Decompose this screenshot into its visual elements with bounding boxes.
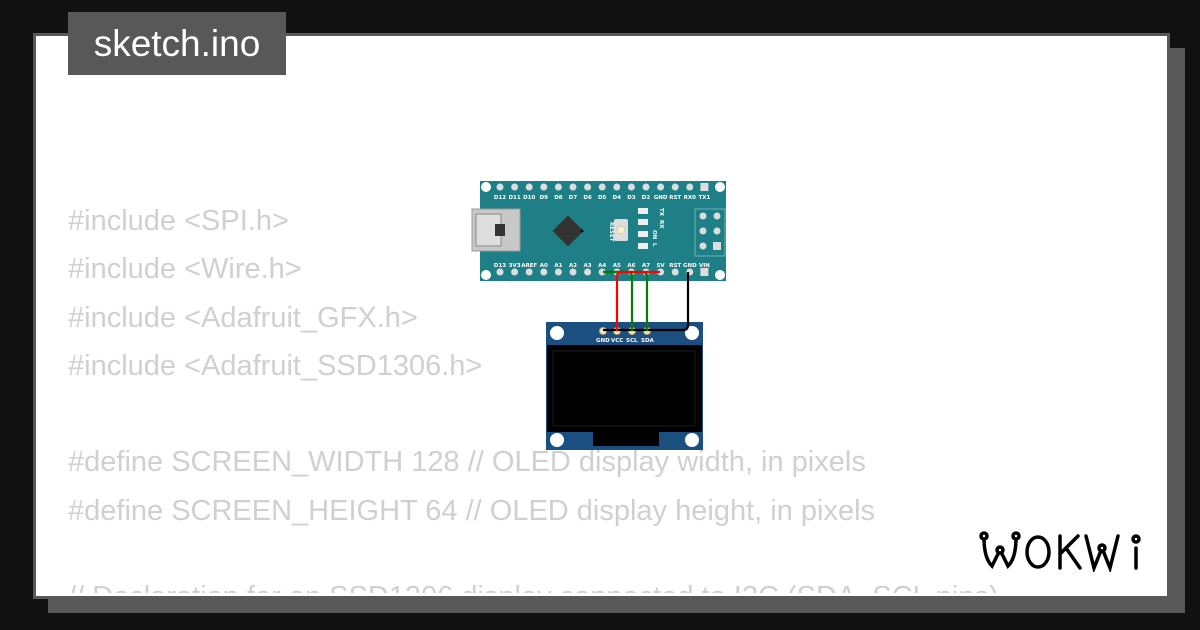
pin-d8[interactable] xyxy=(554,183,562,191)
pin-label: D11 xyxy=(508,195,520,201)
oled-display[interactable]: GND VCC SCL SDA xyxy=(546,322,703,450)
pin-label: D5 xyxy=(598,195,607,201)
pin-d9[interactable] xyxy=(540,183,548,191)
pin-label: D4 xyxy=(613,195,622,201)
pin-label: TX1 xyxy=(698,195,710,201)
pin-a4[interactable] xyxy=(598,268,606,276)
pin-label: D10 xyxy=(523,195,535,201)
code-line: // Declaration for an SSD1306 display co… xyxy=(68,583,1158,593)
led-label-on: ON xyxy=(651,230,657,240)
pin-label: GND xyxy=(654,195,668,201)
pin-label: A2 xyxy=(569,263,577,269)
pin-label: D6 xyxy=(583,195,592,201)
pin-label: GND xyxy=(683,263,697,269)
oled-pin-vcc: VCC xyxy=(611,338,623,344)
pin-rx0[interactable] xyxy=(686,183,694,191)
pin-label: RX0 xyxy=(684,195,696,201)
status-leds xyxy=(638,208,648,249)
pin-d10[interactable] xyxy=(525,183,533,191)
pin-label: D9 xyxy=(540,195,549,201)
pin-d4[interactable] xyxy=(613,183,621,191)
pin-label: A6 xyxy=(627,263,635,269)
pin-label: A7 xyxy=(642,263,650,269)
led-label-l: L xyxy=(651,243,657,247)
wire-gnd[interactable] xyxy=(603,272,690,332)
pin-a3[interactable] xyxy=(584,268,592,276)
pin-d2[interactable] xyxy=(642,183,650,191)
pin-label: A1 xyxy=(554,263,562,269)
pin-d11[interactable] xyxy=(511,183,519,191)
pin-label: D3 xyxy=(627,195,636,201)
usb-connector-icon xyxy=(471,208,521,252)
reset-button[interactable] xyxy=(614,219,628,241)
pin-d3[interactable] xyxy=(627,183,635,191)
pin-a2[interactable] xyxy=(569,268,577,276)
oled-pin-sda: SDA xyxy=(641,338,655,344)
wokwi-logo xyxy=(979,531,1141,572)
pin-a1[interactable] xyxy=(554,268,562,276)
pin-gnd[interactable] xyxy=(657,183,665,191)
pin-aref[interactable] xyxy=(525,268,533,276)
pin-3v3[interactable] xyxy=(511,268,519,276)
pin-label: RST xyxy=(669,195,681,201)
pin-label: A0 xyxy=(540,263,548,269)
pin-d12[interactable] xyxy=(496,183,504,191)
pin-rst[interactable] xyxy=(671,183,679,191)
pin-tx1[interactable] xyxy=(700,183,709,191)
pin-vin[interactable] xyxy=(700,268,709,276)
oled-pin-scl: SCL xyxy=(626,338,638,344)
pin-d5[interactable] xyxy=(598,183,606,191)
led-label-tx: TX xyxy=(658,208,664,217)
pin-label: A5 xyxy=(613,263,621,269)
pin-label: D2 xyxy=(642,195,651,201)
pin-label: D12 xyxy=(494,195,506,201)
pin-d6[interactable] xyxy=(584,183,592,191)
pin-label: 3V3 xyxy=(509,263,521,269)
pin-label: D7 xyxy=(569,195,578,201)
pin-d13[interactable] xyxy=(496,268,504,276)
pin-label: A3 xyxy=(584,263,592,269)
pin-5v[interactable] xyxy=(657,268,665,276)
wire-vcc[interactable] xyxy=(615,270,660,331)
pin-label: VIN xyxy=(699,263,710,269)
oled-screen xyxy=(547,345,702,432)
reset-label: RESET xyxy=(608,222,614,242)
file-title: sketch.ino xyxy=(68,12,286,75)
pin-d7[interactable] xyxy=(569,183,577,191)
pin-label: 5V xyxy=(657,263,666,269)
pin-a0[interactable] xyxy=(540,268,548,276)
preview-card xyxy=(33,33,1170,599)
code-line-partial: // Declaration for an SSD1306 display co… xyxy=(68,583,1158,593)
oled-pin-gnd: GND xyxy=(596,338,610,344)
pin-rst[interactable] xyxy=(671,268,679,276)
pin-label: RST xyxy=(669,263,681,269)
led-label-rx: RX xyxy=(658,220,664,229)
pin-label: AREF xyxy=(521,263,537,269)
pin-label: A4 xyxy=(598,263,606,269)
pin-label: D13 xyxy=(494,263,506,269)
pin-label: D8 xyxy=(554,195,563,201)
